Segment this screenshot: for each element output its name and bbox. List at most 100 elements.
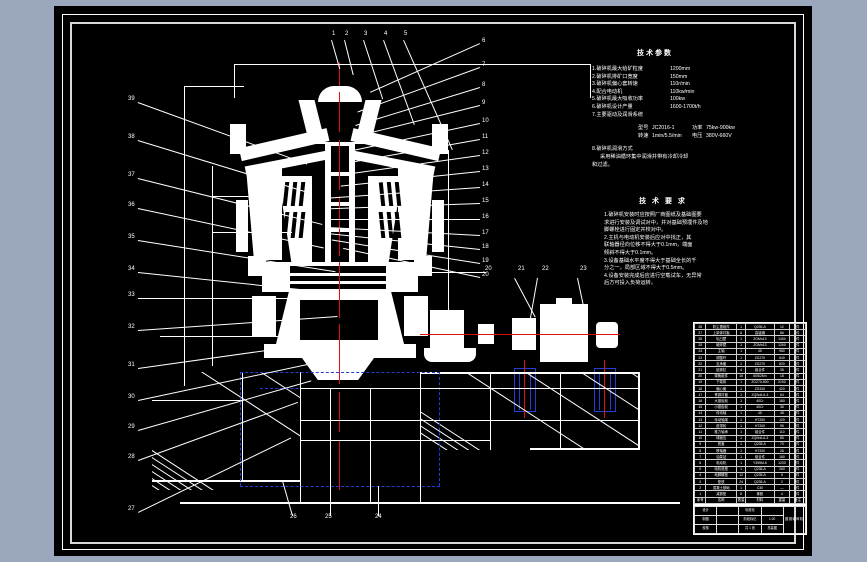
foundation-ledge — [152, 480, 300, 482]
construction-line-right — [448, 150, 449, 310]
parts-cell: 1 — [735, 453, 747, 461]
drawing-canvas — [76, 28, 786, 534]
parts-cell: 1 — [735, 347, 747, 356]
balloon-number-8: 8 — [482, 82, 486, 88]
parts-cell: 22 — [693, 360, 707, 368]
parts-cell: 件 — [789, 453, 806, 461]
parts-cell: 14 — [693, 409, 707, 418]
parts-cell: 件 — [789, 347, 806, 356]
parts-cell: 28 — [693, 322, 707, 331]
parts-cell: 1 — [735, 422, 747, 430]
parts-cell: 高锰钢 — [745, 329, 775, 337]
parts-header-cell: 序号 — [693, 496, 707, 505]
parts-cell: 件 — [789, 428, 806, 436]
drawing-name: 圆锥破碎机 — [782, 506, 807, 534]
bevel-gear-slot — [290, 276, 386, 281]
foundation-slab-top — [420, 372, 640, 374]
parts-cell: 26 — [693, 335, 707, 343]
balloon-number-13: 13 — [482, 166, 489, 172]
title-cell: 制图 — [693, 515, 718, 525]
parts-cell: 1 — [735, 447, 747, 455]
parts-cell: 21 — [693, 366, 707, 374]
parts-cell: 1 — [735, 403, 747, 411]
technical-requirements-block: 技 术 要 求 1.破碎机安装时应按照厂商图纸及基础图要求进行安装及调试对中，并… — [604, 196, 722, 288]
balloon-number-22: 22 — [542, 266, 549, 272]
foundation-bottom — [180, 502, 680, 504]
parts-cell: 3 — [693, 478, 707, 486]
parts-cell: 件 — [789, 478, 806, 486]
balloon-number-29: 29 — [128, 424, 135, 430]
title-cell-value — [716, 515, 740, 525]
balloon-number-27: 27 — [128, 506, 135, 512]
parts-cell: 40Cr — [745, 403, 775, 411]
parts-header-cell: 名称 — [705, 496, 737, 505]
parts-cell: 件 — [789, 409, 806, 418]
foundation-edge-right — [300, 372, 301, 502]
requirement-row: 脚螺栓进行固定并校对中。 — [604, 227, 667, 234]
parts-cell: 1 — [735, 484, 747, 492]
parts-cell: 件 — [789, 329, 806, 337]
parts-cell: 件 — [789, 447, 806, 455]
vertical-centerline — [339, 62, 340, 86]
parts-cell: 4 — [693, 471, 707, 480]
technical-parameters-title: 技术参数 — [637, 50, 673, 57]
balloon-number-16: 16 — [482, 214, 489, 220]
countershaft-pedestal — [424, 348, 476, 362]
foundation-grid-line — [370, 388, 371, 502]
parts-cell: 1 — [735, 397, 747, 405]
parts-cell: ZG310 — [745, 385, 775, 393]
title-block: 设计 标准化 圆锥破碎机 制图 阶段标记 1:20 校核 共 1 张 总装图 — [693, 505, 807, 535]
parts-cell: ZG270 — [745, 353, 775, 362]
upper-frame-flange-right — [432, 124, 448, 154]
parts-cell: C30 — [745, 484, 775, 492]
parts-cell: 1 — [735, 360, 747, 368]
parts-cell: 1 — [735, 335, 747, 343]
spring-seat-left — [248, 256, 266, 276]
requirement-row: 联轴器径向位移不得大于0.1mm，端面 — [604, 242, 693, 249]
parts-cell: 件 — [789, 397, 806, 405]
parts-cell: 45 — [745, 347, 775, 356]
balloon-number-36: 36 — [128, 202, 135, 208]
balloon-number-9: 9 — [482, 100, 486, 106]
lubrication-label: 8.破碎机润滑方式 — [592, 146, 633, 153]
parts-cell: 16 — [735, 372, 747, 380]
title-cell: 共 1 张 — [738, 524, 762, 534]
drawing-code: 总装图 — [760, 524, 784, 534]
balloon-number-23: 23 — [580, 266, 587, 272]
parts-cell: ZG270-500 — [745, 378, 775, 387]
sheet-border-inner-line — [70, 22, 796, 544]
parts-cell: 13 — [693, 416, 707, 424]
sheet-border-outer-line — [62, 14, 804, 550]
vertical-centerline — [339, 324, 340, 384]
parts-cell: 8 — [735, 329, 747, 337]
parts-header-cell: 备注 — [789, 496, 806, 505]
title-cell-value — [716, 506, 740, 516]
parts-cell: 件 — [789, 378, 806, 387]
parts-cell: 1 — [735, 409, 747, 418]
balloon-number-28: 28 — [128, 454, 135, 460]
countershaft-housing — [430, 310, 464, 348]
parts-cell: 4 — [735, 366, 747, 374]
table-header-row: 序号名称数量材料重量备注 — [693, 496, 806, 505]
requirement-row: 4.设备安装完成后应进行空载试车，无异常 — [604, 272, 702, 279]
foundation-grid-line — [300, 420, 640, 421]
balloon-number-18: 18 — [482, 244, 489, 250]
parts-cell: 10 — [693, 434, 707, 442]
parts-cell: 5 — [693, 465, 707, 473]
